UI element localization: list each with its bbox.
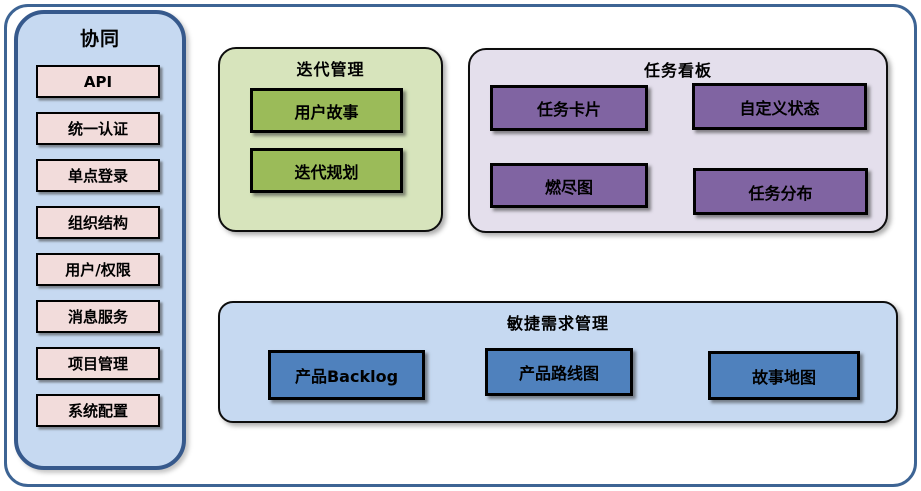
node-story-map: 故事地图 — [708, 351, 860, 400]
panel-task-board: 任务看板 任务卡片 自定义状态 燃尽图 任务分布 — [468, 48, 888, 233]
node-custom-status: 自定义状态 — [692, 83, 867, 130]
node-iteration-planning: 迭代规划 — [250, 148, 403, 193]
sidebar-item-message-service: 消息服务 — [36, 300, 160, 333]
sidebar-item-org-structure: 组织结构 — [36, 206, 160, 239]
sidebar-item-unified-auth: 统一认证 — [36, 112, 160, 145]
node-product-roadmap: 产品路线图 — [485, 348, 633, 396]
panel-taskboard-title: 任务看板 — [643, 61, 712, 80]
node-product-backlog: 产品Backlog — [268, 350, 425, 400]
node-task-card: 任务卡片 — [490, 85, 648, 131]
panel-agile-requirements: 敏捷需求管理 产品Backlog 产品路线图 故事地图 — [218, 301, 898, 423]
node-burndown-chart: 燃尽图 — [490, 163, 648, 208]
sidebar-item-system-config: 系统配置 — [36, 394, 160, 427]
sidebar-title: 协同 — [79, 28, 120, 50]
node-task-distribution: 任务分布 — [693, 168, 868, 215]
panel-iteration-title: 迭代管理 — [296, 60, 365, 79]
panel-agile-title: 敏捷需求管理 — [506, 314, 609, 333]
sidebar-item-user-permission: 用户/权限 — [36, 253, 160, 286]
sidebar-item-project-mgmt: 项目管理 — [36, 347, 160, 380]
sidebar-item-sso: 单点登录 — [36, 159, 160, 192]
sidebar-collaboration: 协同 API 统一认证 单点登录 组织结构 用户/权限 消息服务 项目管理 系统… — [14, 10, 186, 470]
panel-iteration-management: 迭代管理 用户故事 迭代规划 — [218, 47, 443, 232]
node-user-story: 用户故事 — [250, 88, 403, 133]
sidebar-item-api: API — [36, 65, 160, 98]
